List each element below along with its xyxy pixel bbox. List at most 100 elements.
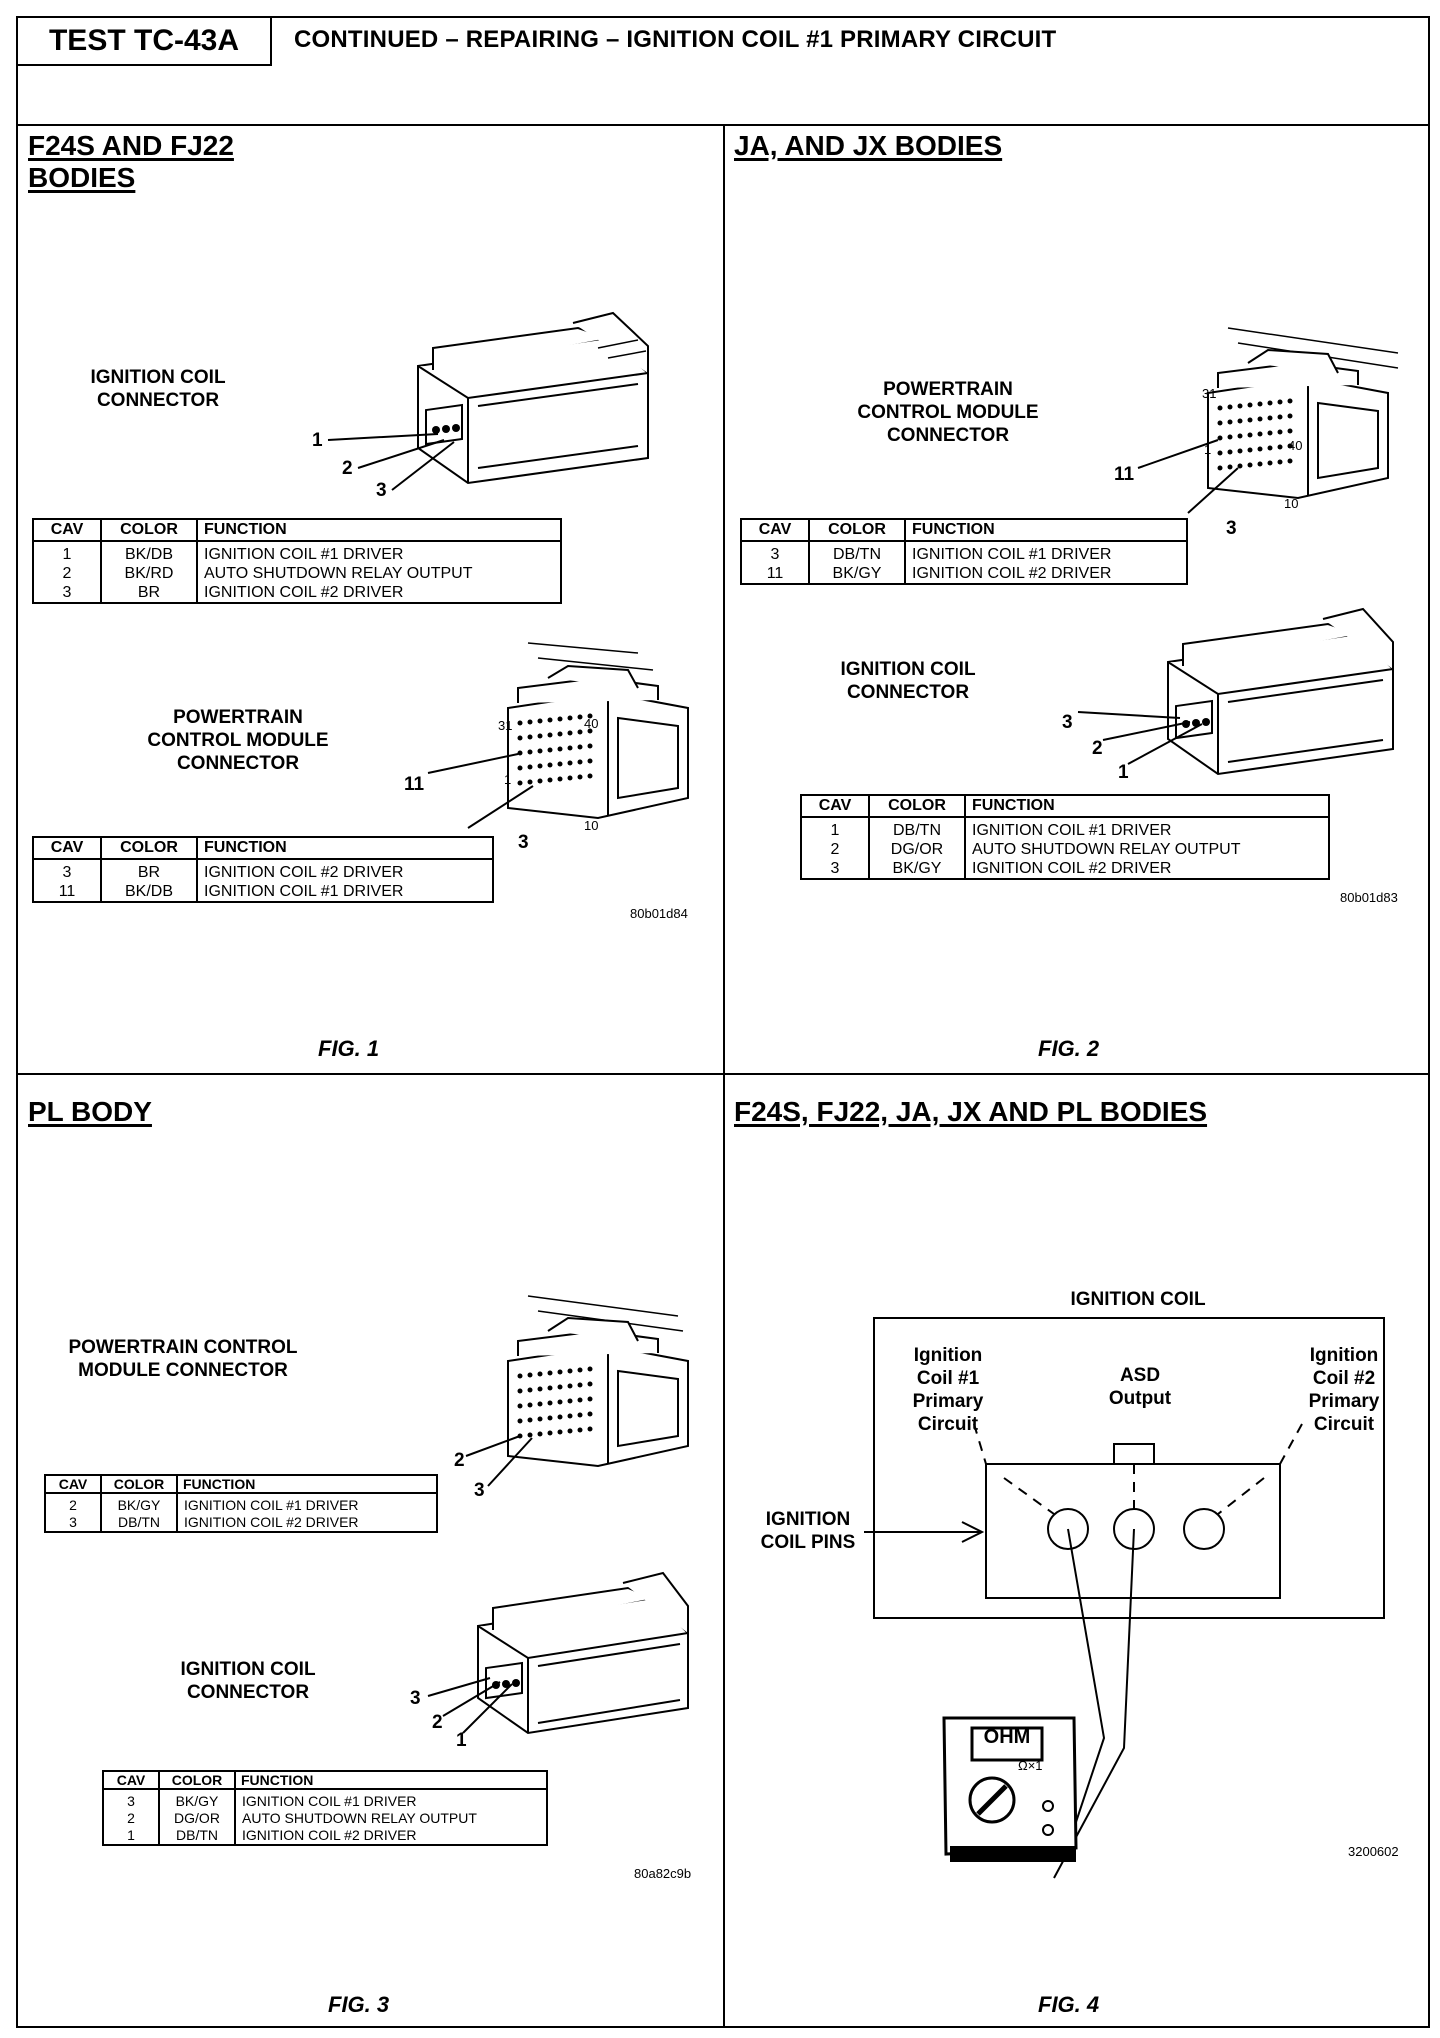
table-row: 1 DB/TN IGNITION COIL #2 DRIVER: [102, 1827, 547, 1845]
test-id: TEST TC-43A: [18, 18, 272, 66]
pcm-cavity-mark: 10: [1284, 496, 1299, 511]
panel1-pcm-table: CAV COLOR FUNCTION 3 BR IGNITION COIL #2…: [32, 836, 494, 903]
pcm-connector-icon: [507, 1295, 689, 1468]
pcm-cavity-mark: 31: [1202, 386, 1217, 401]
panel3-coil-label: IGNITION COIL CONNECTOR: [180, 1659, 316, 1703]
pcm-pin-grid: [517, 1366, 593, 1439]
coil-pin-callout: 2: [432, 1712, 443, 1733]
coil-pin-callout: 3: [376, 480, 387, 501]
diagnostic-page: TEST TC-43A CONTINUED – REPAIRING – IGNI…: [16, 16, 1430, 2028]
coil-pin-callout: 1: [312, 430, 323, 451]
panel2-pcm-connector-drawing: [1137, 327, 1399, 514]
asd-terminal: [1113, 1443, 1155, 1465]
coil-pin-callout: 2: [1092, 738, 1103, 759]
figure-caption: FIG. 3: [328, 1992, 390, 2017]
table-row: 1 BK/DB IGNITION COIL #1 DRIVER: [32, 541, 561, 564]
meter-lead: [1053, 1528, 1135, 1879]
coil-leaders: [427, 1677, 513, 1734]
panel3-coil-connector-drawing: [427, 1571, 689, 1735]
coil-connector-icon: [477, 1571, 689, 1735]
table-row: 3 BK/GY IGNITION COIL #1 DRIVER: [102, 1789, 547, 1810]
figure-caption: FIG. 1: [318, 1036, 380, 1061]
panel3-coil-table: CAV COLOR FUNCTION 3 BK/GY IGNITION COIL…: [102, 1770, 548, 1846]
pcm-pin-callout: 3: [1226, 518, 1237, 539]
pcm-pin-callout: 11: [404, 774, 425, 795]
table-row: 3 BR IGNITION COIL #2 DRIVER: [32, 859, 493, 882]
table-row: 3 BR IGNITION COIL #2 DRIVER: [32, 583, 561, 603]
pcm-cavity-mark: 31: [498, 718, 513, 733]
panel1-pcm-connector-drawing: [427, 642, 689, 829]
pcm-pin-grid: [1217, 398, 1293, 471]
figure-caption: FIG. 2: [1038, 1036, 1100, 1061]
figure-caption: FIG. 4: [1038, 1992, 1100, 2017]
table-row: 2 BK/GY IGNITION COIL #1 DRIVER: [44, 1493, 437, 1514]
coil-pin-callout: 1: [456, 1730, 467, 1751]
coil-pin-callout: 3: [410, 1688, 421, 1709]
pcm-leaders: [465, 1435, 533, 1487]
pcm-pin-grid: [517, 713, 593, 786]
figure-ref: 80a82c9b: [634, 1866, 692, 1881]
meter-lead: [1063, 1528, 1106, 1859]
pcm-cavity-mark: 10: [584, 818, 599, 833]
panel2-pcm-table: CAV COLOR FUNCTION 3 DB/TN IGNITION COIL…: [740, 518, 1188, 585]
coil-pin-callout: 2: [342, 458, 353, 479]
panel1-coil-label: IGNITION COIL CONNECTOR: [90, 367, 226, 411]
coil-connector-icon: [1167, 607, 1394, 776]
panel1-pcm-label: POWERTRAIN CONTROL MODULE CONNECTOR: [147, 707, 329, 774]
pcm-pin-callout: 3: [518, 832, 529, 853]
panel1-title: F24S AND FJ22 BODIES: [28, 130, 234, 193]
table-row: 11 BK/GY IGNITION COIL #2 DRIVER: [740, 564, 1187, 584]
page-header: TEST TC-43A CONTINUED – REPAIRING – IGNI…: [18, 18, 1428, 126]
pcm-cavity-mark: 40: [1288, 438, 1303, 453]
table-row: 11 BK/DB IGNITION COIL #1 DRIVER: [32, 882, 493, 902]
pcm-cavity-mark: 40: [584, 716, 599, 731]
coil-pin-holes: [432, 424, 460, 434]
table-row: 1 DB/TN IGNITION COIL #1 DRIVER: [800, 817, 1329, 840]
coil-pin: [1183, 1508, 1225, 1550]
table-row: 3 DB/TN IGNITION COIL #2 DRIVER: [44, 1514, 437, 1532]
horizontal-divider: [18, 1073, 1428, 1075]
figure-ref: 80b01d83: [1340, 890, 1398, 905]
panel2-coil-table: CAV COLOR FUNCTION 1 DB/TN IGNITION COIL…: [800, 794, 1330, 880]
pcm-pin-callout: 2: [454, 1450, 465, 1471]
pcm-pin-callout: 11: [1114, 464, 1135, 485]
panel1-coil-table: CAV COLOR FUNCTION 1 BK/DB IGNITION COIL…: [32, 518, 562, 604]
panel4-title: F24S, FJ22, JA, JX AND PL BODIES: [734, 1096, 1208, 1127]
coil-connector-icon: [417, 311, 649, 485]
figure-ref: 80b01d84: [630, 906, 688, 921]
figure-ref: 3200602: [1348, 1844, 1399, 1859]
pcm-pin-callout: 3: [474, 1480, 485, 1501]
ohmmeter-icon: [942, 1716, 1078, 1862]
coil-title: IGNITION COIL: [1070, 1289, 1206, 1310]
pcm-cavity-mark: 1: [504, 772, 512, 787]
coil-pin-callout: 3: [1062, 712, 1073, 733]
table-row: 3 BK/GY IGNITION COIL #2 DRIVER: [800, 859, 1329, 879]
pcm-connector-icon: [1207, 327, 1399, 500]
table-row: 3 DB/TN IGNITION COIL #1 DRIVER: [740, 541, 1187, 564]
meter-range: Ω×1: [1018, 1758, 1043, 1773]
panel2-pcm-label: POWERTRAIN CONTROL MODULE CONNECTOR: [857, 379, 1039, 446]
panel3-pcm-connector-drawing: [465, 1295, 689, 1487]
panel1-coil-connector-drawing: [417, 311, 649, 485]
coil-leaders: [1077, 711, 1203, 765]
table-row: 2 BK/RD AUTO SHUTDOWN RELAY OUTPUT: [32, 564, 561, 583]
meter-display: OHM: [983, 1726, 1031, 1748]
pcm-leaders: [1137, 439, 1239, 514]
ignition-coil-test-diagram: [864, 1317, 1385, 1879]
pcm-cavity-mark: 1: [1204, 442, 1212, 457]
table-row: 2 DG/OR AUTO SHUTDOWN RELAY OUTPUT: [102, 1810, 547, 1827]
panel3-title: PL BODY: [28, 1096, 152, 1127]
panel2-title: JA, AND JX BODIES: [734, 130, 1003, 161]
table-row: 2 DG/OR AUTO SHUTDOWN RELAY OUTPUT: [800, 840, 1329, 859]
panel3-pcm-table: CAV COLOR FUNCTION 2 BK/GY IGNITION COIL…: [44, 1474, 438, 1533]
coil-pin-callout: 1: [1118, 762, 1129, 783]
pcm-leaders: [427, 753, 534, 829]
pcm-connector-icon: [507, 642, 689, 820]
panel3-pcm-label: POWERTRAIN CONTROL MODULE CONNECTOR: [68, 1337, 298, 1381]
panel1-coil-leaders: [327, 433, 455, 491]
page-title: CONTINUED – REPAIRING – IGNITION COIL #1…: [294, 26, 1057, 53]
